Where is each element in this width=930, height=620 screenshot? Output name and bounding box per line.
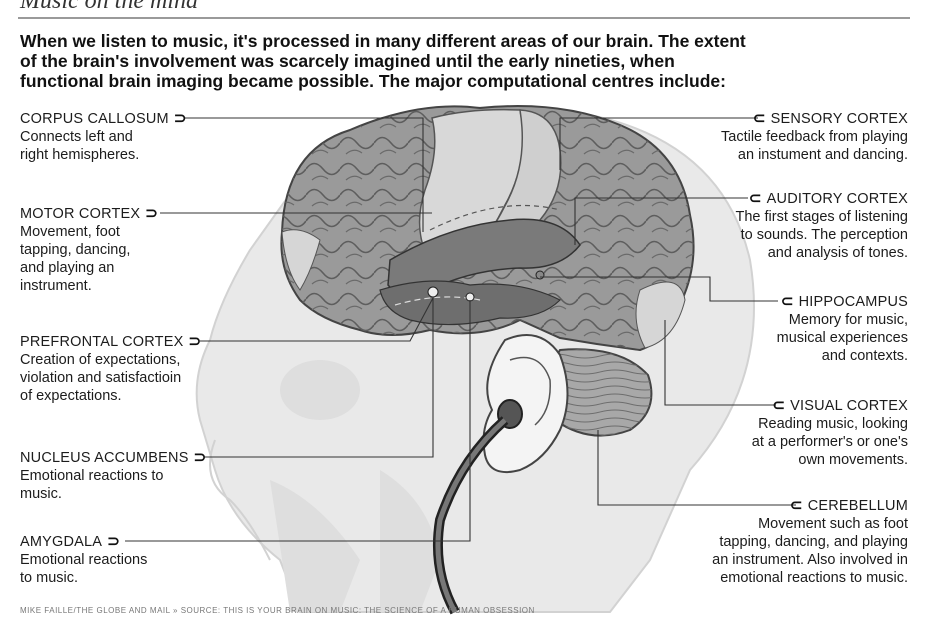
label-desc: Emotional reactions to music. <box>20 468 164 502</box>
connector-arrow-icon: ⊃ <box>193 449 207 466</box>
label-desc: Connects left and right hemispheres. <box>20 129 140 163</box>
intro-line-2: of the brain's involvement was scarcely … <box>20 51 675 71</box>
ear <box>482 334 569 474</box>
label-name: NUCLEUS ACCUMBENS <box>20 450 189 466</box>
c-connector-icon: ⊂ <box>772 397 786 414</box>
intro-line-3: functional brain imaging became possible… <box>20 71 726 91</box>
connector-arrow-icon: ⊃ <box>188 333 202 350</box>
label-name: HIPPOCAMPUS <box>798 294 908 310</box>
label-name: PREFRONTAL CORTEX <box>20 334 184 350</box>
label-desc: Emotional reactions to music. <box>20 552 148 586</box>
label-name: AUDITORY CORTEX <box>766 191 908 207</box>
label-motor-cortex: MOTOR CORTEX⊃ Movement, foot tapping, da… <box>20 205 158 295</box>
leader-auditory-cortex <box>574 197 748 245</box>
cerebrum <box>280 105 695 352</box>
c-connector-icon: ⊂ <box>752 110 766 127</box>
label-auditory-cortex: ⊂AUDITORY CORTEX The first stages of lis… <box>736 190 908 262</box>
label-visual-cortex: ⊂VISUAL CORTEX Reading music, looking at… <box>752 397 908 469</box>
earphone-cable <box>432 399 523 615</box>
label-amygdala: AMYGDALA⊃ Emotional reactions to music. <box>20 533 147 587</box>
leader-amygdala <box>125 300 471 542</box>
label-name: MOTOR CORTEX <box>20 206 141 222</box>
label-nucleus-accumbens: NUCLEUS ACCUMBENS⊃ Emotional reactions t… <box>20 449 206 503</box>
leader-nucleus-accumbens <box>205 298 434 458</box>
leader-corpus-callosum <box>185 117 424 232</box>
label-desc: Movement such as foot tapping, dancing, … <box>712 516 908 586</box>
cerebellum <box>545 348 653 437</box>
c-connector-icon: ⊂ <box>789 497 803 514</box>
label-sensory-cortex: ⊂SENSORY CORTEX Tactile feedback from pl… <box>721 110 908 164</box>
label-hippocampus: ⊂HIPPOCAMPUS Memory for music, musical e… <box>777 293 908 365</box>
leader-cerebellum <box>597 430 796 506</box>
label-name: SENSORY CORTEX <box>770 111 908 127</box>
leader-sensory-cortex <box>559 117 758 170</box>
connector-arrow-icon: ⊃ <box>145 205 159 222</box>
intro-text: When we listen to music, it's processed … <box>20 31 780 91</box>
label-desc: Movement, foot tapping, dancing, and pla… <box>20 224 131 294</box>
title-divider <box>18 17 910 19</box>
leader-lines <box>125 117 796 542</box>
label-name: VISUAL CORTEX <box>790 398 908 414</box>
leader-hippocampus <box>540 276 778 302</box>
label-desc: Tactile feedback from playing an instume… <box>721 129 908 163</box>
c-connector-icon: ⊂ <box>780 293 794 310</box>
label-corpus-callosum: CORPUS CALLOSUM⊃ Connects left and right… <box>20 110 187 164</box>
label-desc: Memory for music, musical experiences an… <box>776 312 908 364</box>
intro-line-1: When we listen to music, it's processed … <box>20 31 746 51</box>
label-name: CORPUS CALLOSUM <box>20 111 169 127</box>
connector-arrow-icon: ⊃ <box>107 533 120 550</box>
label-name: AMYGDALA <box>20 534 103 550</box>
leader-prefrontal-cortex <box>200 297 434 342</box>
label-prefrontal-cortex: PREFRONTAL CORTEX⊃ Creation of expectati… <box>20 333 201 405</box>
label-desc: Creation of expectations, violation and … <box>20 352 182 404</box>
page-title: Music on the mind <box>20 0 198 14</box>
leader-visual-cortex <box>664 320 776 406</box>
connector-arrow-icon: ⊃ <box>173 110 187 127</box>
c-connector-icon: ⊂ <box>748 190 762 207</box>
label-cerebellum: ⊂CEREBELLUM Movement such as foot tappin… <box>712 497 908 587</box>
credit-footer: MIKE FAILLE/THE GLOBE AND MAIL » SOURCE:… <box>20 606 535 615</box>
label-name: CEREBELLUM <box>807 498 908 514</box>
label-desc: Reading music, looking at a performer's … <box>751 416 908 468</box>
label-desc: The first stages of listening to sounds.… <box>735 209 908 261</box>
